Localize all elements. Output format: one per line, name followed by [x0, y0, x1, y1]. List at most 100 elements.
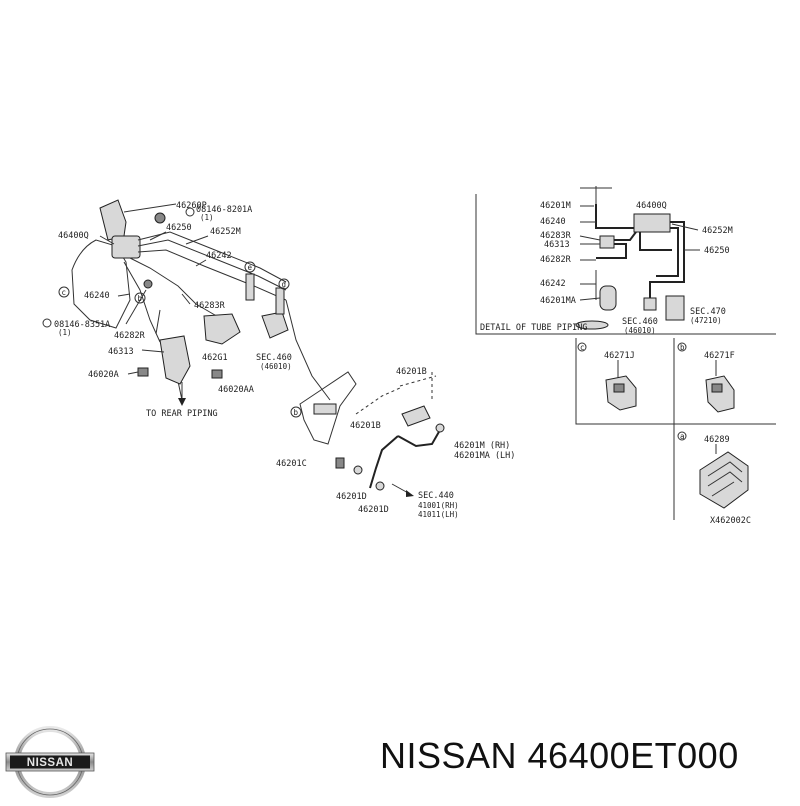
clip-46289: [699, 451, 749, 509]
label-sec460-sub: (46010): [260, 362, 292, 371]
label-46201m: 46201M (RH): [454, 441, 510, 451]
detail-pipe-e: [596, 243, 627, 259]
label-46201b-top: 46201B: [396, 367, 427, 377]
dashed-link-1: [355, 387, 401, 415]
hose-46201m: [397, 429, 441, 448]
detail-hose-46201ma: [599, 285, 617, 311]
detail-label-46250: 46250: [704, 246, 730, 256]
strip-e: [245, 273, 255, 301]
diagram-code: X462002C: [710, 516, 751, 526]
marker-b-lower: [290, 406, 302, 418]
detail-pipe-a: [595, 204, 634, 229]
bolt-08146-8351a: [143, 279, 153, 289]
detail-caption: DETAIL OF TUBE PIPING: [480, 323, 587, 333]
clip-46271f-detail: [711, 383, 723, 393]
plate-clip: [313, 403, 337, 415]
label-sec440: SEC.440: [418, 491, 454, 501]
tube-5: [123, 261, 161, 343]
leader-46240: [117, 293, 131, 297]
leader-46020a: [127, 371, 139, 375]
main-assembly: [71, 199, 445, 497]
label-46201d-a: 46201D: [336, 492, 367, 502]
marker-e-text: e: [248, 263, 253, 272]
tube-2: [137, 239, 287, 291]
detail-pipe-f: [639, 232, 672, 251]
detail-leaders: [579, 205, 700, 301]
detail-label-46282r: 46282R: [540, 255, 572, 265]
bracket-46313: [159, 335, 191, 385]
tube-3: [137, 249, 287, 301]
label-46020aa: 46020AA: [218, 385, 254, 395]
leader-08146-8351a: [125, 289, 147, 325]
clip-sec460: [261, 311, 289, 339]
bolt-46020aa: [211, 369, 223, 379]
label-46282r: 46282R: [114, 331, 146, 341]
detail-hose-end: [575, 320, 609, 330]
leader-46400q: [99, 235, 115, 245]
leader-46283r: [181, 293, 191, 305]
tube-1: [137, 231, 287, 283]
clip-46271j-detail: [613, 383, 625, 393]
label-46201d-b: 46201D: [358, 505, 389, 515]
main-labels: 46260P 08146-8201A (1) 46400Q 46250 4625…: [42, 201, 515, 519]
insets: c 46271J b 46271F a 46289 X462002C: [575, 338, 776, 526]
sec440-arrow-head: [406, 490, 414, 497]
block-46400q: [111, 235, 141, 259]
marker-b-lower-text: b: [294, 408, 299, 417]
inset-a-letter: a: [680, 432, 685, 441]
nissan-logo-graphic: NISSAN: [5, 726, 95, 798]
detail-label-46400q: 46400Q: [636, 201, 667, 211]
detail-pipe-d: [614, 231, 637, 241]
clip-462g1: [203, 313, 241, 345]
marker-d-main: [278, 278, 290, 290]
marker-b-text: b: [138, 294, 143, 303]
inset-a-part-label: 46289: [704, 435, 730, 445]
label-46020a: 46020A: [88, 370, 119, 380]
bracket-46260p: [99, 199, 127, 241]
logo-text: NISSAN: [27, 757, 73, 769]
washer-46201d-b: [375, 481, 385, 491]
marker-d-text: d: [282, 280, 287, 289]
detail-clip-sec460: [643, 297, 657, 311]
inset-c-part-label: 46271J: [604, 351, 635, 361]
label-46400q: 46400Q: [58, 231, 89, 241]
label-sec440-lh: 41011(LH): [418, 510, 459, 519]
label-08146-8201a-qty: (1): [200, 213, 214, 222]
tube-to-hose: [285, 299, 331, 401]
strip-d: [275, 287, 285, 315]
inset-b-letter: b: [680, 343, 685, 352]
marker-b-main: [134, 292, 146, 304]
marker-e-main: [244, 261, 256, 273]
label-46201b: 46201B: [350, 421, 381, 431]
leader-46242: [195, 259, 207, 267]
bolt-marker-a: [185, 207, 195, 217]
detail-label-sec470: SEC.470: [690, 307, 726, 317]
detail-label-46201m: 46201M: [540, 201, 571, 211]
label-46260p: 46260P: [176, 201, 207, 211]
label-46252m: 46252M: [210, 227, 241, 237]
label-46242: 46242: [206, 251, 232, 261]
detail-block-46313: [599, 235, 615, 249]
hose-fitting: [435, 423, 445, 433]
dashed-link-3: [399, 375, 437, 387]
marker-c-text: c: [62, 288, 67, 297]
label-46201ma: 46201MA (LH): [454, 451, 515, 461]
detail-pipe-c: [656, 227, 679, 277]
bolt-46020a: [137, 367, 149, 377]
inset-c-letter: c: [580, 343, 585, 352]
hose-lower: [369, 435, 399, 489]
leader-46313: [141, 349, 165, 353]
detail-label-46240: 46240: [540, 217, 566, 227]
tube-4: [129, 257, 221, 319]
bolt-08146-8201a: [154, 212, 166, 224]
detail-label-sec460-sub: (46010): [624, 326, 656, 335]
leader-46252m: [185, 235, 209, 245]
label-08146-8351a: 08146-8351A: [54, 320, 110, 330]
detail-label-46242: 46242: [540, 279, 566, 289]
washer-46201d-a: [353, 465, 363, 475]
label-46201c: 46201C: [276, 459, 307, 469]
clip-46271j: [605, 375, 637, 411]
nissan-logo: NISSAN: [4, 722, 96, 802]
rear-arrow-head: [178, 398, 186, 406]
